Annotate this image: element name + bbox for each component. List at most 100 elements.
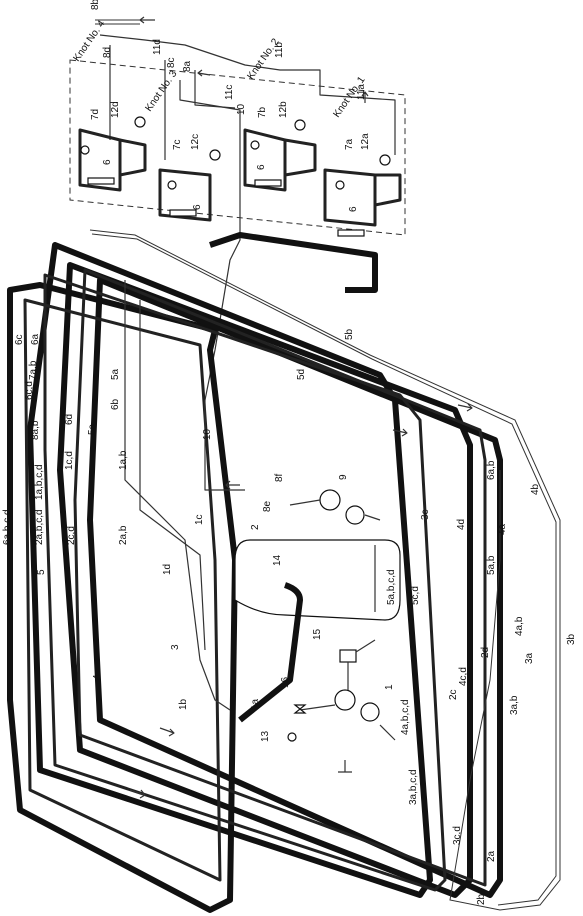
component-label: 2 — [250, 524, 261, 530]
component-label: 6d — [64, 414, 75, 425]
component-label: 5a — [110, 368, 121, 380]
component-label: 1c,d — [64, 451, 75, 470]
drain-line — [338, 760, 352, 773]
knot-1-return — [374, 173, 402, 207]
heat-exchanger-3-icon — [169, 209, 197, 217]
component-label: 12b — [278, 101, 289, 118]
component-label: 16 — [280, 676, 291, 688]
component-label: 6 — [348, 206, 359, 212]
knot-1-loop — [323, 168, 377, 227]
component-label: 1 — [384, 684, 395, 690]
component-label: 5b — [344, 328, 355, 340]
component-label: 4c,d — [458, 667, 469, 686]
pump-12b-icon — [294, 119, 306, 131]
device-13-icon — [287, 732, 297, 742]
component-label: 4 — [92, 674, 103, 680]
component-label: 8d — [102, 47, 113, 58]
component-label: 6c — [14, 334, 25, 345]
component-label: 5a,b — [486, 555, 497, 575]
component-label: 3c,d — [452, 826, 463, 845]
component-label: 4d — [456, 519, 467, 530]
motor-1-icon — [360, 702, 380, 722]
component-label: 6b — [110, 398, 121, 410]
flow-arrow-1 — [457, 403, 473, 412]
top-supply-line-b — [99, 34, 396, 155]
flow-arrow-3 — [129, 789, 146, 799]
component-label: 5d — [296, 369, 307, 380]
component-label: 14 — [272, 554, 283, 566]
top-supply-line-a — [95, 19, 140, 25]
component-label: 8f — [274, 473, 285, 482]
component-label: 12d — [110, 101, 121, 118]
component-label: 7a — [344, 138, 355, 150]
pump-12a-icon — [379, 154, 391, 166]
component-label: 2a,b,c,d — [34, 509, 45, 545]
component-label: 10 — [236, 103, 247, 115]
component-label: 7a,b — [28, 360, 39, 380]
component-label: 4a — [497, 523, 508, 535]
inner-line-10 — [204, 400, 245, 491]
heat-exchanger-2-icon — [254, 179, 282, 187]
flow-arrow-top-1 — [139, 16, 155, 24]
component-label: 6a,b,c,d — [2, 509, 13, 545]
knot-3-loop — [158, 168, 212, 222]
component-label: 11d — [152, 39, 163, 55]
component-label: 3c — [420, 509, 431, 520]
component-label: 5c — [87, 424, 98, 435]
component-label: 6a,b — [486, 460, 497, 480]
component-label: 4b — [530, 483, 541, 495]
knot-4-return — [119, 138, 147, 177]
component-label: 2d — [480, 647, 491, 658]
component-label: 11b — [274, 42, 285, 58]
knot-enclosure — [69, 59, 406, 236]
heat-exchanger-1-icon — [337, 229, 365, 237]
flow-arrow-2 — [392, 428, 408, 437]
device-15-icon — [339, 649, 357, 663]
pump-1-icon — [334, 689, 356, 711]
component-label: 1b — [178, 698, 189, 710]
component-label: 15 — [312, 628, 323, 640]
tank-inlet-pipe — [238, 582, 303, 723]
loop-mid-1 — [23, 298, 222, 882]
top-supply-line-d — [179, 80, 241, 401]
valve-16-icon — [293, 704, 307, 714]
component-label: 7d — [90, 109, 101, 120]
pump-1-pipe — [299, 704, 396, 741]
component-label: 3 — [170, 644, 181, 650]
component-label: 2c — [448, 689, 459, 700]
component-label: 7b — [257, 106, 268, 118]
component-label: 4a,b — [514, 616, 525, 636]
component-label: 6 — [256, 164, 267, 170]
flow-arrow-5 — [225, 480, 240, 490]
loop-heavy-4 — [87, 277, 503, 898]
knot-assemblies — [69, 16, 406, 401]
component-label: 8b — [90, 0, 101, 10]
flow-arrow-top-2 — [197, 69, 211, 77]
component-label: 4a,b,c,d — [400, 699, 411, 735]
component-label: 6 — [102, 159, 113, 165]
component-label: 6c,d — [24, 381, 35, 400]
outer-circuit — [89, 229, 561, 911]
knot-label-3: Knot No. 3 — [143, 68, 179, 113]
pump-9-pipe — [289, 499, 381, 521]
device-15-pipe — [347, 639, 376, 690]
component-label: 2c,d — [66, 526, 77, 545]
component-label: 5c,d — [410, 586, 421, 605]
component-label: 2b — [476, 893, 487, 905]
inner-line-b — [139, 300, 206, 651]
component-label: 8a — [182, 60, 193, 72]
component-label: 3a — [524, 652, 535, 664]
knot-2-return — [284, 138, 317, 177]
knot-2-loop — [243, 128, 287, 192]
component-label: 12c — [190, 134, 201, 150]
valve-7c-icon — [167, 180, 177, 190]
pump-12c-icon — [209, 149, 221, 161]
storage-tank — [234, 539, 401, 621]
motor-9-icon — [345, 505, 365, 525]
component-label: 5 — [36, 569, 47, 575]
component-label: 11a — [356, 84, 367, 100]
component-label: 12a — [360, 133, 371, 150]
component-label: 8a,b — [30, 420, 41, 440]
component-label: 1a,b — [118, 450, 129, 470]
